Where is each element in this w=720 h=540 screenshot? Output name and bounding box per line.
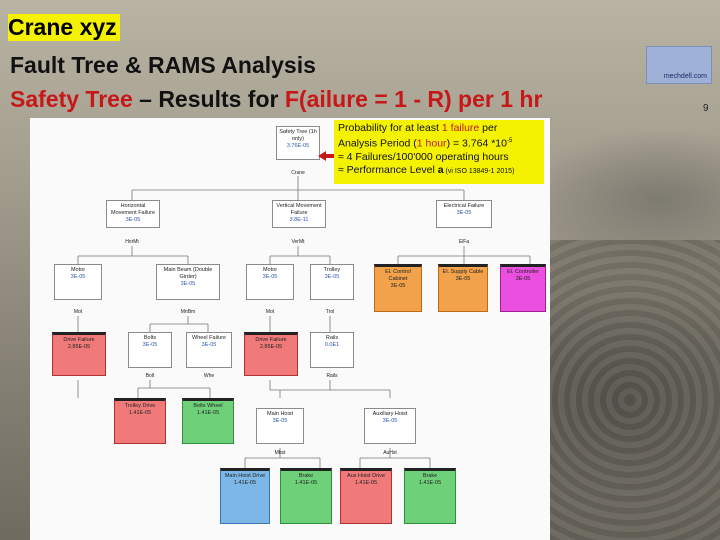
arrow-left-icon — [318, 151, 338, 161]
probability-note: Probability for at least 1 failure per A… — [334, 120, 544, 184]
fault-tree-diagram: Safety Tree (1h only)3.76E-05 Crane Hori… — [30, 118, 550, 540]
tree-label: Rails — [326, 373, 338, 379]
tree-label: HorMt — [125, 239, 139, 245]
tree-label: VerMt — [291, 239, 305, 245]
tree-label: Mhst — [274, 450, 286, 456]
tree-label: ElFa — [458, 239, 470, 245]
slide-title: Crane xyz — [8, 14, 120, 41]
tree-connectors — [77, 176, 531, 468]
tree-label: AuHst — [383, 450, 397, 456]
tree-label: Trol — [325, 309, 335, 315]
tree-top-label: Crane — [291, 170, 305, 176]
slide-subtitle: Fault Tree & RAMS Analysis — [10, 52, 316, 78]
slide-heading: Safety Tree – Results for F(ailure = 1 -… — [10, 86, 543, 112]
company-logo: mechdell.com — [646, 46, 712, 84]
tree-label: Mot — [265, 309, 275, 315]
tree-label: Mot — [73, 309, 83, 315]
tree-node: Main Beam (Double Girder)3E-05 — [156, 264, 220, 300]
tree-top-event: Safety Tree (1h only)3.76E-05 — [276, 126, 320, 160]
page-number: 9 — [703, 103, 709, 114]
tree-label: MnBm — [180, 309, 196, 315]
tree-label: Bolt — [145, 373, 155, 379]
tree-label: Whe — [203, 373, 215, 379]
